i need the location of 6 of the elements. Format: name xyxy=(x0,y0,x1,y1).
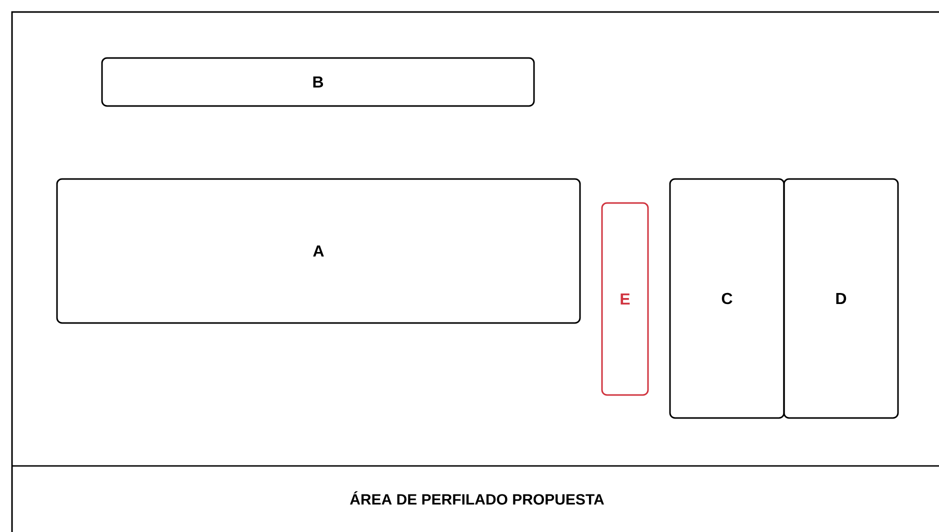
area-box: A xyxy=(56,178,581,324)
area-box: B xyxy=(101,57,535,107)
title: ÁREA DE PERFILADO PROPUESTA xyxy=(350,491,604,505)
area-box: C xyxy=(669,178,785,419)
area-box: E xyxy=(601,202,649,396)
area-box: D xyxy=(783,178,899,419)
